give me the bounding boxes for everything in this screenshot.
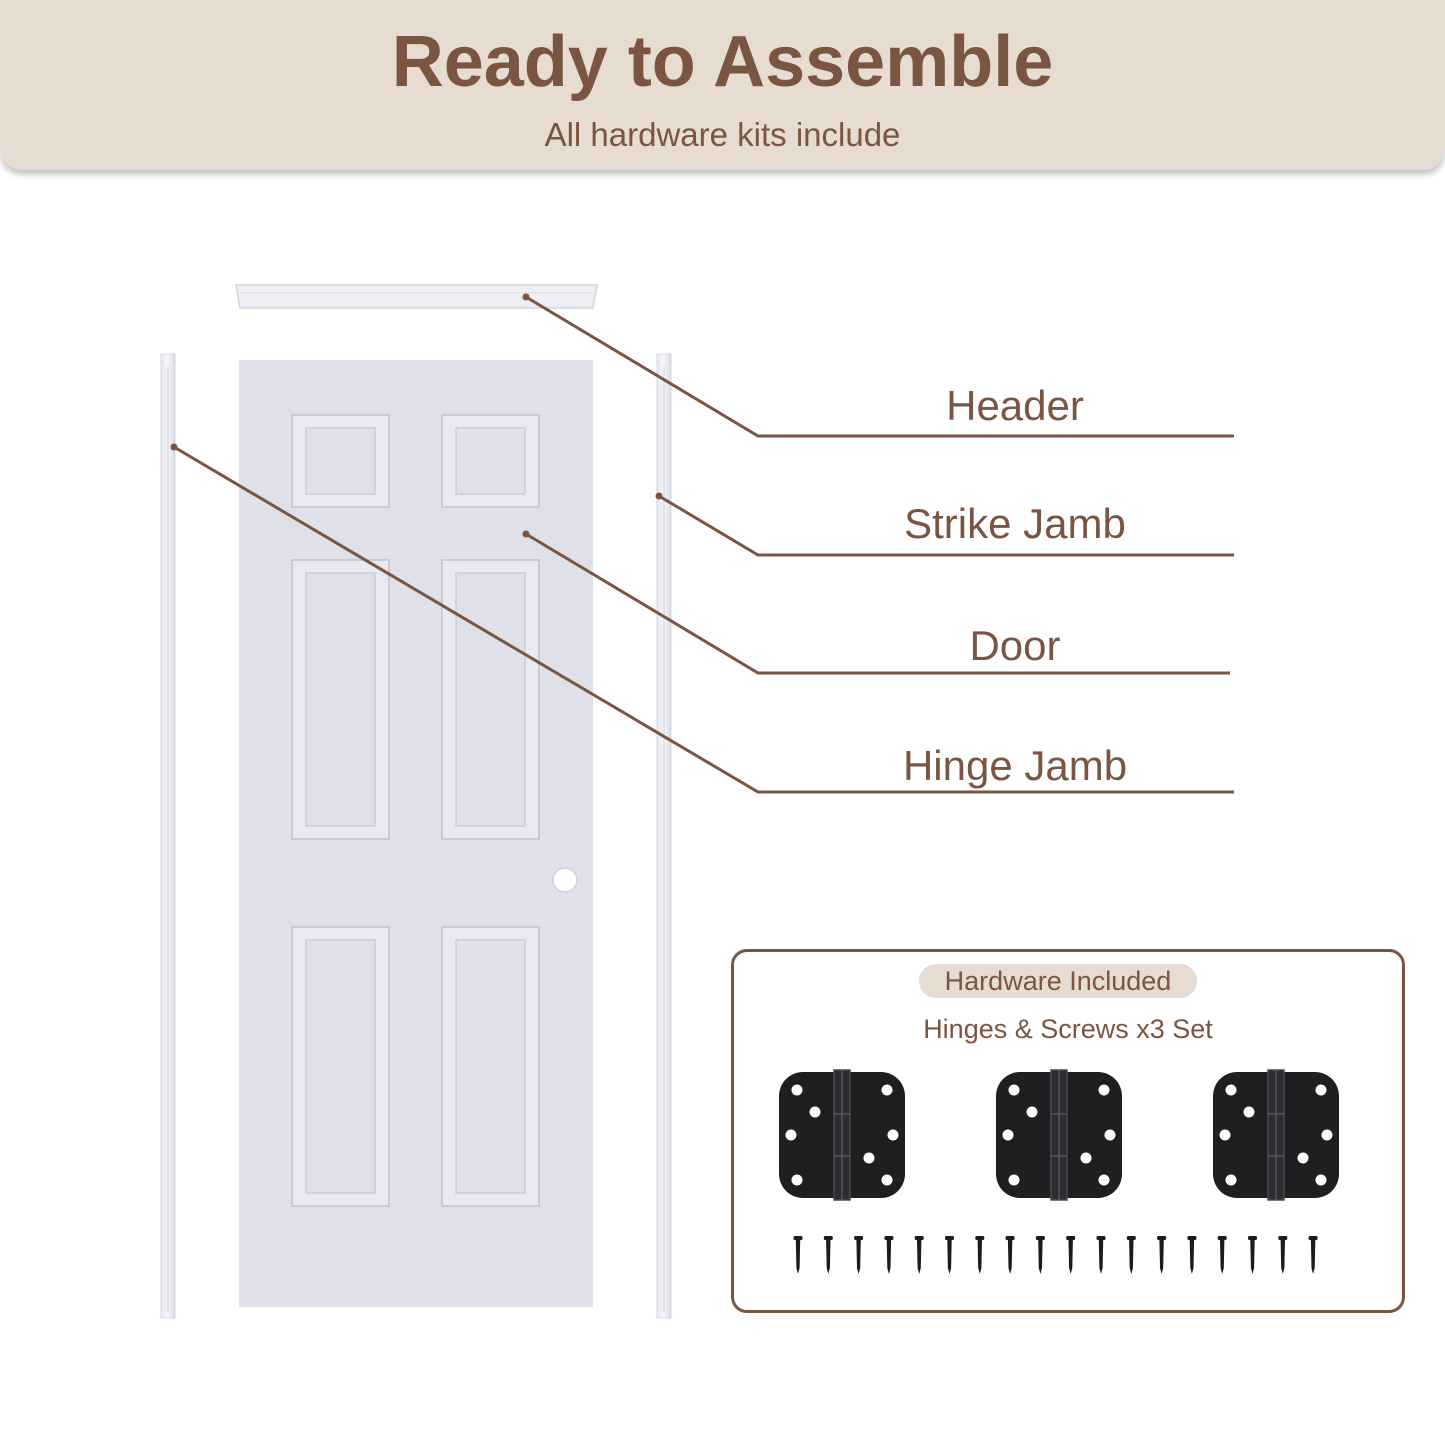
door-panel: [291, 926, 390, 1207]
screw-icon: [975, 1236, 985, 1274]
screw-icon: [1308, 1236, 1318, 1274]
door-panel: [291, 414, 390, 508]
hinge-jamb-callout-line: [173, 445, 1234, 794]
door-panel: [441, 926, 540, 1207]
screw-icon: [1066, 1236, 1076, 1274]
door-slab: [239, 360, 593, 1307]
hinges-group: [779, 1069, 1339, 1201]
hardware-description: Hinges & Screws x3 Set: [923, 1014, 1213, 1044]
knob-bore-hole: [552, 867, 578, 893]
hinge-jamb-label: Hinge Jamb: [902, 742, 1128, 789]
hinge-icon: [1213, 1069, 1339, 1201]
door-callout-dot: [522, 530, 530, 538]
page-subtitle: All hardware kits include: [544, 116, 901, 153]
screw-icon: [884, 1236, 894, 1274]
screw-icon: [1126, 1236, 1136, 1274]
header-callout-dot: [522, 293, 530, 301]
door-panel: [441, 559, 540, 840]
strike-jamb-callout-dot: [655, 492, 663, 500]
screw-icon: [1217, 1236, 1227, 1274]
hinge-jamb-piece: [160, 353, 176, 1319]
strike-jamb-callout-line: [658, 494, 1234, 557]
hardware-illustration: [779, 1069, 1339, 1274]
hinge-icon: [996, 1069, 1122, 1201]
screw-icon: [945, 1236, 954, 1274]
door-panel: [291, 559, 390, 840]
page-title: Ready to Assemble: [391, 22, 1054, 102]
screw-icon: [793, 1236, 803, 1274]
screw-icon: [823, 1236, 833, 1274]
screw-icon: [1248, 1236, 1257, 1274]
screws-group: [793, 1236, 1318, 1274]
screw-icon: [1157, 1236, 1167, 1274]
screw-icon: [1096, 1236, 1106, 1274]
strike-jamb-label: Strike Jamb: [904, 500, 1126, 547]
hardware-included-box: Hardware Included Hinges & Screws x3 Set: [731, 949, 1405, 1313]
header-callout-line: [525, 295, 1234, 438]
screw-icon: [1005, 1236, 1015, 1274]
hardware-included-badge: Hardware Included: [919, 964, 1197, 998]
screw-icon: [1187, 1236, 1197, 1274]
header-banner: Ready to Assemble All hardware kits incl…: [0, 0, 1445, 170]
door-label: Door: [969, 622, 1061, 669]
header-label: Header: [946, 382, 1084, 429]
door-callout-line: [525, 532, 1230, 675]
screw-icon: [1035, 1236, 1045, 1274]
screw-icon: [914, 1236, 924, 1274]
hinge-jamb-callout-dot: [170, 443, 178, 451]
screw-icon: [1278, 1236, 1288, 1274]
strike-jamb-piece: [656, 353, 672, 1319]
header-piece: [235, 284, 598, 309]
screw-icon: [854, 1236, 864, 1274]
hinge-icon: [779, 1069, 905, 1201]
door-panel: [441, 414, 540, 508]
